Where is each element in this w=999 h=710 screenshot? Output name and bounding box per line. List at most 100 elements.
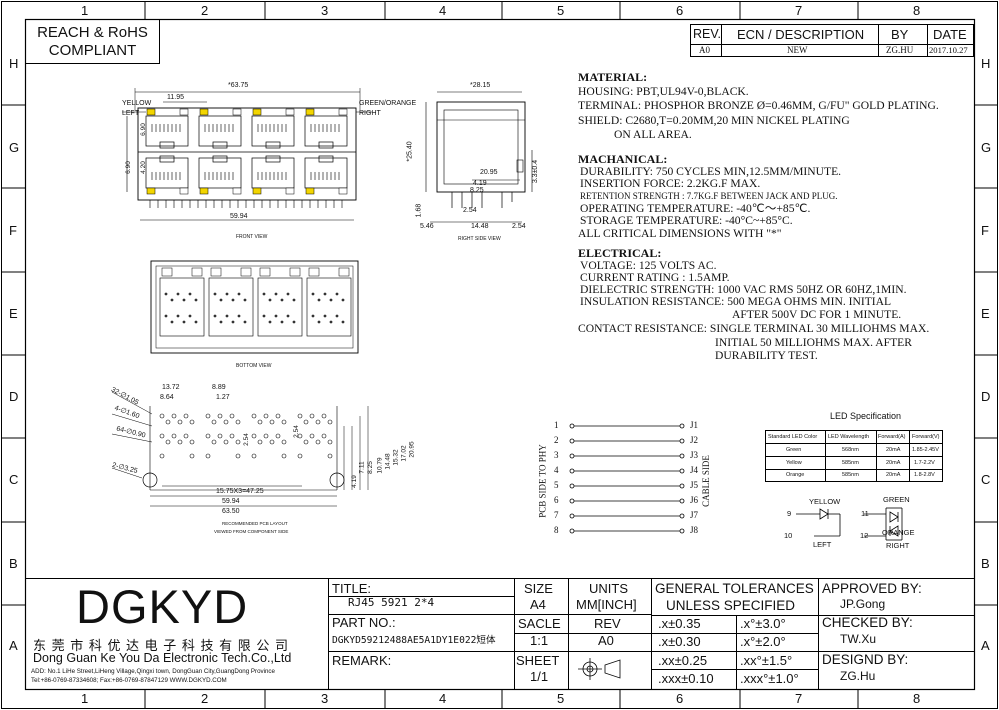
led-pin-12: 12 [860,531,869,540]
rev-header-date: DATE [933,27,967,42]
led-green-label: GREEN [883,495,910,504]
tolerance-angular: .x°±3.0° [740,616,786,631]
electrical-line: INSULATION RESISTANCE: 500 MEGA OHMS MIN… [580,295,892,308]
front-label-green-orange: GREEN/ORANGE [359,100,417,107]
units-label: UNITS [589,581,628,596]
row-label: F [981,223,989,238]
material-title: MATERIAL: [578,70,648,84]
row-label: D [9,389,19,404]
schematic-pin-left: 2 [554,435,559,445]
col-label: 5 [557,691,565,706]
led-spec-table: Standard LED Color LED Wavelength Forwar… [765,430,943,482]
schematic-pin-left: 8 [554,525,559,535]
led-cell: 20mA [886,472,901,478]
rev-header-rev: REV. [693,27,722,41]
pcb-dim-b: 8.64 [160,394,174,401]
rev-header-ecn: ECN / DESCRIPTION [737,27,865,42]
scale-value: 1:1 [530,633,549,648]
led-cell: 585nm [842,472,859,478]
schematic-pin-left: 4 [554,465,559,475]
rev-label: REV [594,616,621,631]
material-line: SHIELD: C2680,T=0.20MM,20 MIN NICKEL PLA… [578,114,850,127]
rev-header-by: BY [891,27,909,42]
sheet-label: SHEET [516,653,560,668]
compliance-line-1: REACH & RoHS [37,24,148,41]
rev-row-date: 2017.10.27 [929,45,968,55]
col-label: 3 [321,3,329,18]
front-dim-overall: *63.75 [228,82,249,89]
col-label: 4 [439,3,447,18]
schematic-pin-right: J1 [690,420,699,430]
schematic-pin-right: J5 [690,480,699,490]
mechanical-line: DURABILITY: 750 CYCLES MIN,12.5MM/MINUTE… [580,165,842,178]
pcb-dim-v9: 17.02 [400,445,408,462]
schematic-pin-left: 6 [554,495,559,505]
led-pin-10: 10 [784,531,793,540]
led-pin-9: 9 [787,509,792,518]
schematic-pin-left: 3 [554,450,559,460]
row-label: G [9,140,20,155]
pcb-caption-1: RECOMMENDED PCB LAYOUT [222,521,288,526]
front-dim-pitch: 11.95 [167,94,184,101]
electrical-line: VOLTAGE: 125 VOLTS AC. [580,259,717,272]
led-cell: 585nm [842,460,859,466]
size-label: SIZE [524,581,553,596]
col-label: 8 [913,3,921,18]
row-label: D [981,389,991,404]
mechanical-line: INSERTION FORCE: 2.2KG.F MAX. [580,177,761,190]
col-label: 5 [557,3,565,18]
mechanical-line: ALL CRITICAL DIMENSIONS WITH "*" [578,227,782,240]
pcb-dim-v4: 7.11 [358,461,366,474]
approved-label: APPROVED BY: [822,581,922,596]
part-no-label: PART NO.: [332,615,396,630]
mechanical-title: MACHANICAL: [578,152,668,166]
led-cell: 568nm [842,447,859,453]
row-label: F [9,223,17,238]
led-cell: 20mA [886,447,901,453]
pcb-dim-v3: 4.19 [350,475,358,488]
led-spec-title: LED Specification [830,411,902,421]
schematic-pin-right: J2 [690,435,699,445]
side-dim-d9: 3.3±0.4 [532,159,540,184]
mechanical-line: RETENTION STRENGTH : 7.7KG.F BETWEEN JAC… [580,191,838,201]
title-value: RJ45 5921 2*4 [348,596,435,609]
projection-symbol-icon [578,658,621,680]
company-name-en: Dong Guan Ke You Da Electronic Tech.Co.,… [33,651,292,665]
col-label: 1 [81,691,89,706]
electrical-line: CONTACT RESISTANCE: SINGLE TERMINAL 30 M… [578,322,930,335]
mechanical-line: OPERATING TEMPERATURE: -40℃～+85℃. [580,202,811,215]
pcb-dim-j: 59.94 [222,498,240,505]
schematic-left-label: PCB SIDE TO PHY [537,444,548,518]
tolerance-angular: .xx°±1.5° [740,653,793,668]
side-dim-d6: 2.54 [512,223,526,230]
tolerance-header-2: UNLESS SPECIFIED [666,598,796,613]
led-cell: 1.85-2.45V [912,447,939,453]
checked-label: CHECKED BY: [822,615,913,630]
col-label: 2 [201,3,209,18]
schematic-pin-right: J4 [690,465,699,475]
front-label-right: RIGHT [359,110,381,117]
rev-row-rev: A0 [699,45,710,55]
remark-label: REMARK: [332,653,392,668]
led-yellow-label: YELLOW [809,497,841,506]
front-dim-h2: 4.20 [139,161,147,174]
led-cell: Yellow [786,460,802,466]
electrical-line: DURABILITY TEST. [715,349,818,362]
tolerance-linear: .x±0.35 [658,616,701,631]
col-label: 6 [676,3,684,18]
rev-row-by: ZG.HU [886,45,914,55]
size-value: A4 [530,597,546,612]
led-pin-11: 11 [861,509,869,518]
col-label: 2 [201,691,209,706]
col-label: 7 [795,3,803,18]
pcb-dim-v2: 2.54 [292,425,300,438]
bottom-view-caption: BOTTOM VIEW [236,363,272,369]
company-contact: Tel:+86-0769-87334608; Fax:+86-0769-8784… [31,677,227,684]
scale-label: SACLE [518,616,561,631]
tolerance-linear: .x±0.30 [658,634,701,649]
led-header: Forward(A) [878,434,906,440]
tolerance-angular: .x°±2.0° [740,634,786,649]
rev-value: A0 [598,633,614,648]
pcb-dim-v8: 15.32 [392,449,400,466]
